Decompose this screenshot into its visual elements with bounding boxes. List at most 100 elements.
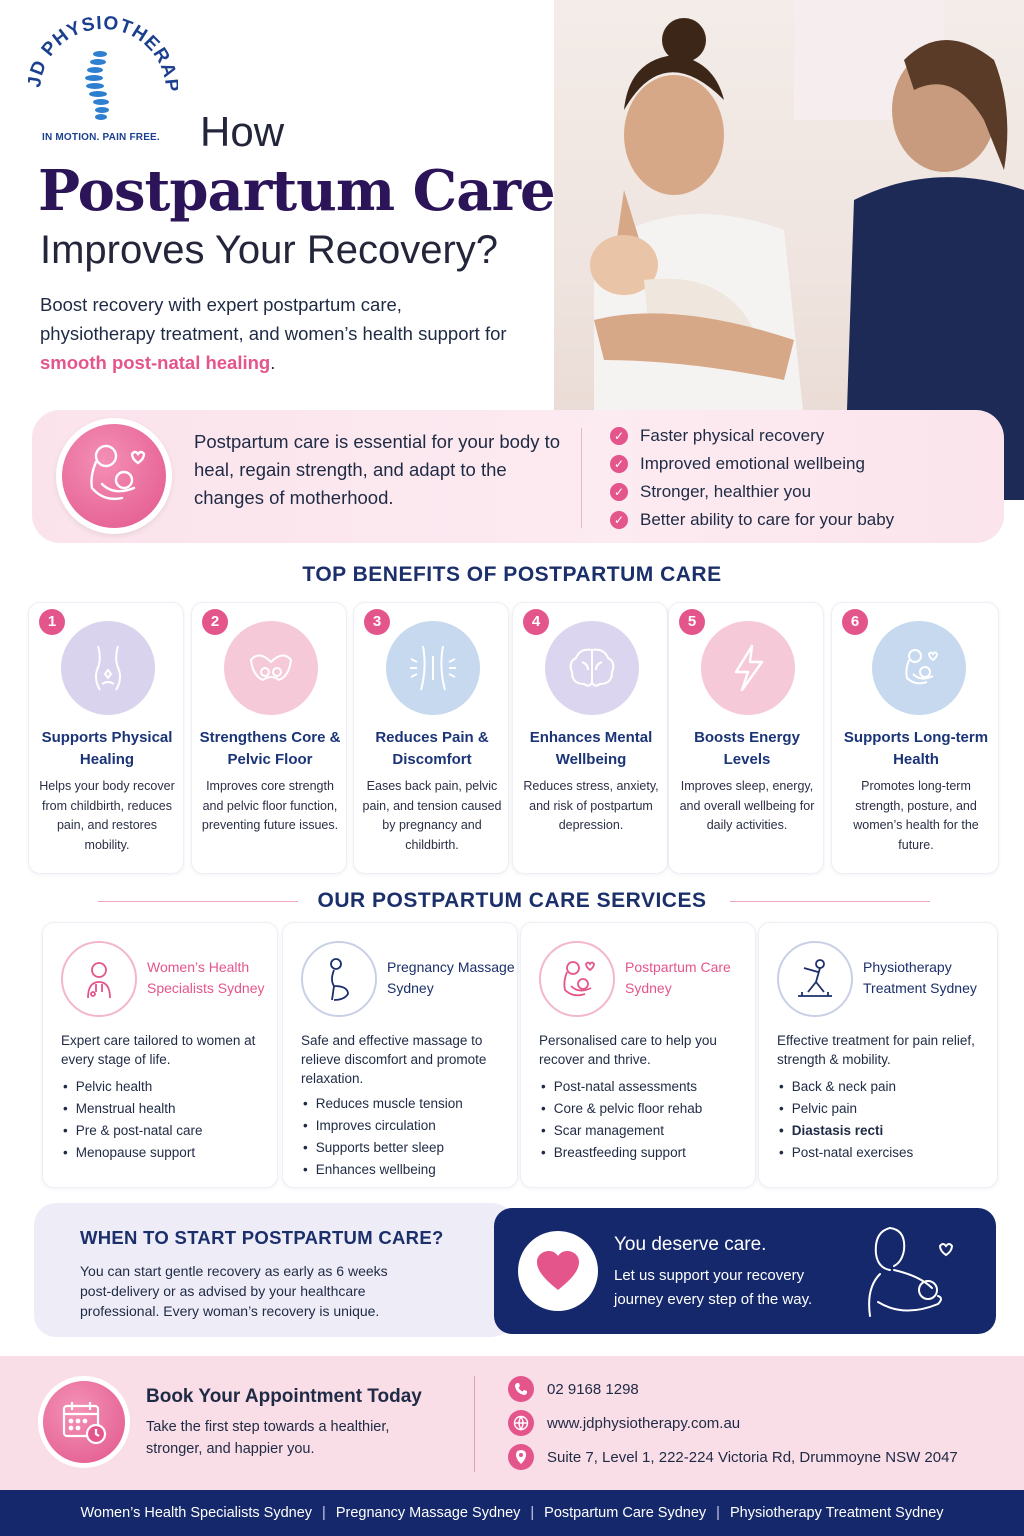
footer-links: Women’s Health Specialists Sydney | Preg… bbox=[0, 1490, 1024, 1536]
intro-divider bbox=[581, 428, 582, 528]
list-item: Post-natal assessments bbox=[541, 1076, 702, 1098]
check-icon: ✓ bbox=[610, 427, 628, 445]
list-item: Post-natal exercises bbox=[779, 1142, 914, 1164]
deserve-text: Let us support your recovery journey eve… bbox=[614, 1267, 813, 1308]
phone-number[interactable]: 02 9168 1298 bbox=[547, 1380, 639, 1398]
list-item: Diastasis recti bbox=[779, 1120, 913, 1142]
benefit-title: Supports Physical Healing bbox=[41, 729, 173, 768]
benefit-number: 1 bbox=[39, 609, 65, 635]
benefit-card: 2 Strengthens Core & Pelvic Floor Improv… bbox=[191, 602, 347, 874]
mother-baby-icon bbox=[56, 418, 172, 534]
list-item: Pelvic pain bbox=[779, 1098, 913, 1120]
contact-website[interactable]: www.jdphysiotherapy.com.au bbox=[508, 1410, 740, 1436]
services-grid: Women’s Health Specialists Sydney Expert… bbox=[42, 922, 998, 1190]
checklist-item: ✓Better ability to care for your baby bbox=[610, 506, 894, 534]
intro-text: Postpartum care is essential for your bo… bbox=[194, 431, 561, 508]
benefit-description: Promotes long-term strength, posture, an… bbox=[853, 779, 979, 852]
brain-icon bbox=[545, 621, 639, 715]
benefit-card: 6 Supports Long-term Health Promotes lon… bbox=[831, 602, 999, 874]
check-icon: ✓ bbox=[610, 483, 628, 501]
hero-title-main: Postpartum Care bbox=[38, 158, 556, 224]
list-item: Menopause support bbox=[63, 1142, 203, 1164]
check-icon: ✓ bbox=[610, 511, 628, 529]
mother-baby-icon bbox=[872, 621, 966, 715]
service-title: Pregnancy Massage Sydney bbox=[387, 959, 515, 996]
book-appointment-section: Book Your Appointment Today Take the fir… bbox=[0, 1356, 1024, 1490]
service-bullets: Pelvic health Menstrual health Pre & pos… bbox=[63, 1076, 203, 1164]
calendar-clock-icon bbox=[38, 1376, 130, 1468]
book-heading: Book Your Appointment Today bbox=[146, 1386, 422, 1407]
footer-link-postpartum-care[interactable]: Postpartum Care Sydney bbox=[544, 1505, 707, 1521]
list-item: Core & pelvic floor rehab bbox=[541, 1098, 703, 1120]
list-item: Pelvic health bbox=[63, 1076, 203, 1098]
benefits-grid: 1 Supports Physical Healing Helps your b… bbox=[28, 602, 1000, 874]
service-card: Postpartum Care Sydney Personalised care… bbox=[520, 922, 756, 1188]
list-item: Enhances wellbeing bbox=[303, 1159, 463, 1181]
phone-icon bbox=[508, 1376, 534, 1402]
hero-section: JD PHYSIOTHERAPY IN MOTION. PAIN FREE. H… bbox=[0, 0, 1024, 500]
body-torso-icon bbox=[61, 621, 155, 715]
heart-icon bbox=[518, 1231, 598, 1311]
benefit-title: Strengthens Core & Pelvic Floor bbox=[199, 729, 341, 768]
website-link[interactable]: www.jdphysiotherapy.com.au bbox=[547, 1414, 741, 1432]
deserve-care-panel: You deserve care. Let us support your re… bbox=[494, 1208, 996, 1334]
book-text: Take the first step towards a healthier,… bbox=[146, 1419, 390, 1457]
benefit-card: 5 Boosts Energy Levels Improves sleep, e… bbox=[668, 602, 824, 874]
service-description: Expert care tailored to women at every s… bbox=[61, 1033, 256, 1067]
list-item: Menstrual health bbox=[63, 1098, 203, 1120]
benefit-number: 3 bbox=[364, 609, 390, 635]
footer-separator: | bbox=[322, 1505, 326, 1521]
benefit-card: 1 Supports Physical Healing Helps your b… bbox=[28, 602, 184, 874]
service-card: Pregnancy Massage Sydney Safe and effect… bbox=[282, 922, 518, 1188]
woman-doctor-icon bbox=[61, 941, 137, 1017]
exercise-icon bbox=[777, 941, 853, 1017]
benefit-number: 4 bbox=[523, 609, 549, 635]
benefit-description: Helps your body recover from childbirth,… bbox=[39, 779, 175, 852]
contact-address: Suite 7, Level 1, 222-224 Victoria Rd, D… bbox=[508, 1444, 958, 1470]
service-description: Safe and effective massage to relieve di… bbox=[301, 1033, 487, 1086]
service-card: Physiotherapy Treatment Sydney Effective… bbox=[758, 922, 998, 1188]
footer-link-physiotherapy[interactable]: Physiotherapy Treatment Sydney bbox=[729, 1505, 944, 1521]
list-item: Breastfeeding support bbox=[541, 1142, 702, 1164]
list-item: Reduces muscle tension bbox=[303, 1093, 463, 1115]
service-bullets: Back & neck pain Pelvic pain Diastasis r… bbox=[779, 1076, 914, 1164]
checklist-item: ✓Improved emotional wellbeing bbox=[610, 450, 894, 478]
lightning-icon bbox=[701, 621, 795, 715]
benefit-description: Eases back pain, pelvic pain, and tensio… bbox=[362, 779, 502, 852]
mother-baby-line-icon bbox=[868, 1227, 954, 1317]
location-pin-icon bbox=[508, 1444, 534, 1470]
footer-link-pregnancy-massage[interactable]: Pregnancy Massage Sydney bbox=[335, 1505, 521, 1521]
checklist-item: ✓Stronger, healthier you bbox=[610, 478, 894, 506]
list-item: Improves circulation bbox=[303, 1115, 463, 1137]
service-description: Effective treatment for pain relief, str… bbox=[777, 1033, 975, 1067]
when-text: You can start gentle recovery as early a… bbox=[80, 1263, 388, 1319]
checklist-item: ✓Faster physical recovery bbox=[610, 422, 894, 450]
service-title: Physiotherapy Treatment Sydney bbox=[863, 959, 977, 996]
when-heading: WHEN TO START POSTPARTUM CARE? bbox=[80, 1227, 444, 1248]
benefit-number: 5 bbox=[679, 609, 705, 635]
benefit-title: Boosts Energy Levels bbox=[694, 729, 800, 768]
when-to-start-panel: WHEN TO START POSTPARTUM CARE? You can s… bbox=[34, 1203, 514, 1337]
benefit-description: Reduces stress, anxiety, and risk of pos… bbox=[523, 779, 659, 832]
benefits-heading: TOP BENEFITS OF POSTPARTUM CARE bbox=[302, 563, 722, 586]
footer-link-womens-health[interactable]: Women’s Health Specialists Sydney bbox=[80, 1505, 313, 1521]
contact-phone[interactable]: 02 9168 1298 bbox=[508, 1376, 639, 1402]
benefit-description: Improves core strength and pelvic floor … bbox=[201, 779, 339, 832]
intro-checklist: ✓Faster physical recovery ✓Improved emot… bbox=[610, 422, 894, 534]
pelvis-icon bbox=[224, 621, 318, 715]
service-title: Postpartum Care Sydney bbox=[625, 959, 731, 996]
logo-tagline: IN MOTION. PAIN FREE. bbox=[42, 132, 160, 143]
services-heading-rule-right bbox=[730, 901, 930, 902]
hero-description: Boost recovery with expert postpartum ca… bbox=[40, 294, 507, 373]
intro-band: Postpartum care is essential for your bo… bbox=[32, 410, 1004, 543]
address-text: Suite 7, Level 1, 222-224 Victoria Rd, D… bbox=[547, 1448, 958, 1466]
book-divider bbox=[474, 1376, 475, 1472]
benefit-title: Supports Long-term Health bbox=[843, 729, 989, 768]
list-item: Scar management bbox=[541, 1120, 702, 1142]
benefit-title: Enhances Mental Wellbeing bbox=[529, 729, 653, 768]
pregnant-woman-icon bbox=[301, 941, 377, 1017]
service-bullets: Reduces muscle tension Improves circulat… bbox=[303, 1093, 463, 1181]
list-item: Supports better sleep bbox=[303, 1137, 463, 1159]
hero-title-sub: Improves Your Recovery? bbox=[40, 228, 499, 272]
